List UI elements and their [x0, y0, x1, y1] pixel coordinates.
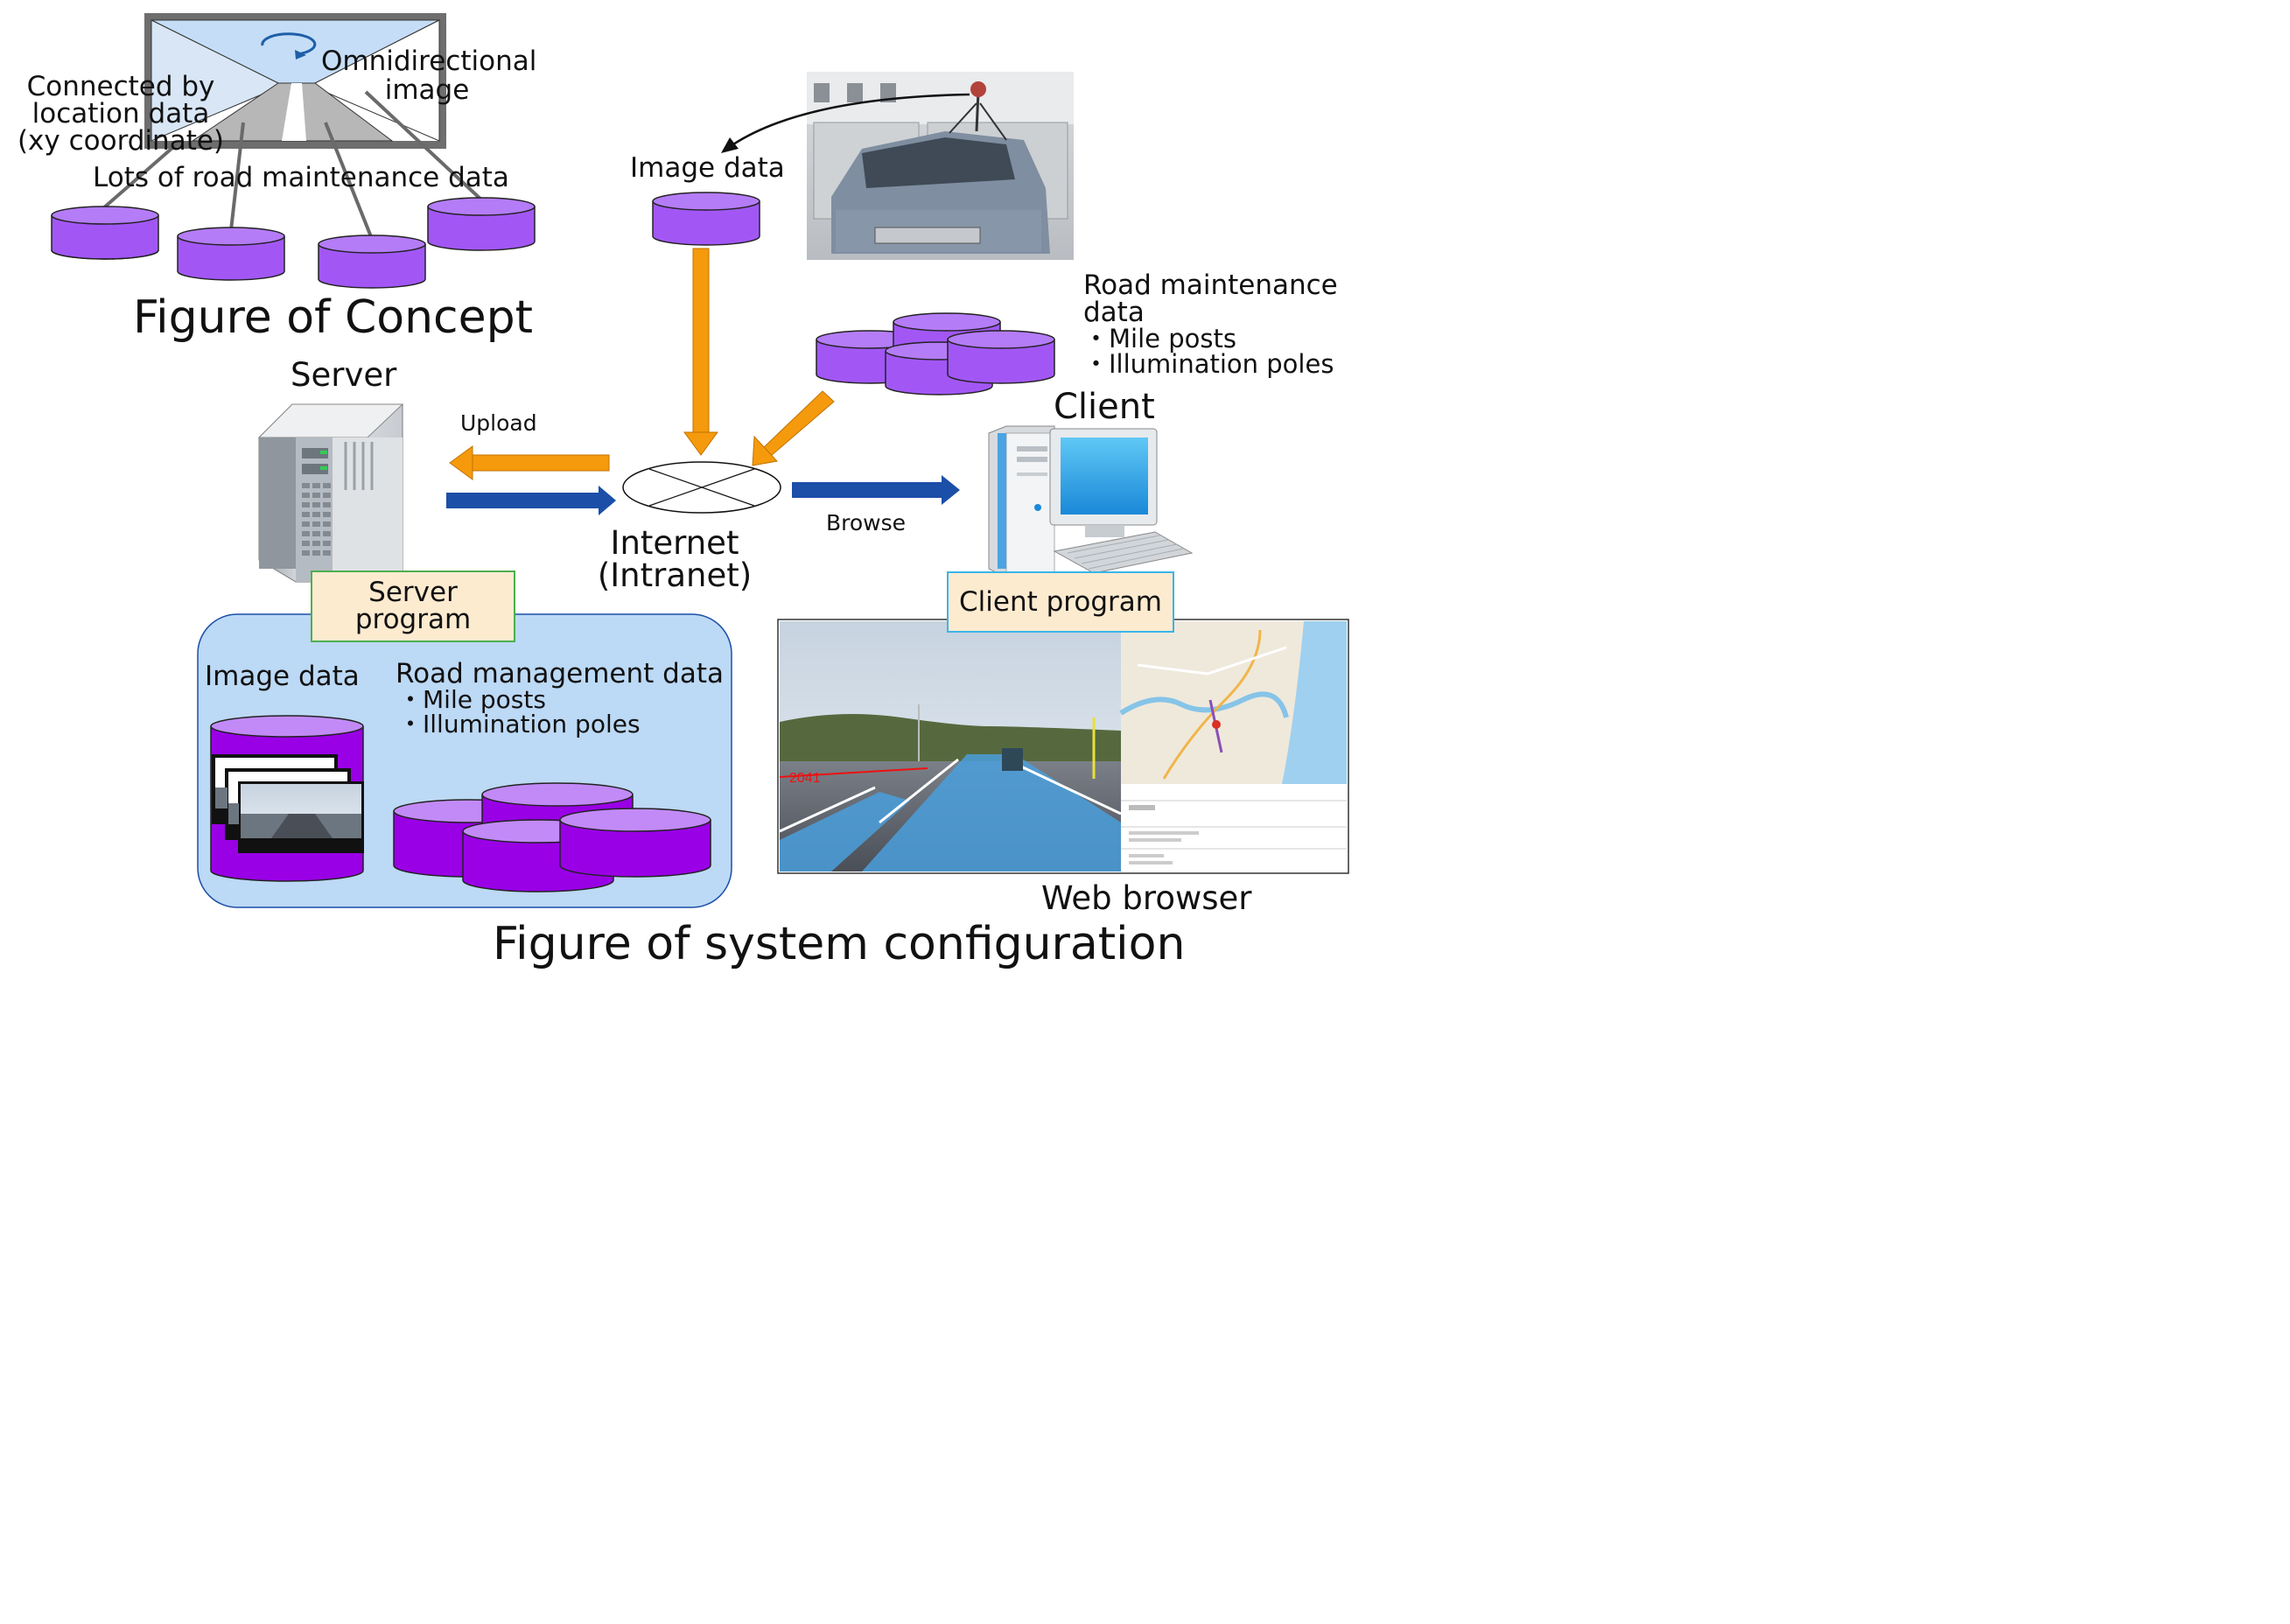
road-data-title-1: Road maintenance: [1083, 270, 1338, 301]
server-title: Server: [291, 356, 397, 394]
connected-by-location-label: Connected by location data (xy coordinat…: [16, 74, 226, 155]
server-image-data-cylinder: [210, 715, 364, 882]
survey-car-photo: [807, 72, 1074, 260]
internet-to-client-browse-arrow: [792, 475, 960, 505]
upload-arrow: [449, 445, 610, 480]
image-data-cylinder: [652, 192, 760, 246]
server-to-internet-arrow: [446, 486, 616, 515]
road-mgmt-title: Road management data: [396, 658, 724, 690]
road-data-item-mile-posts: ・Mile posts: [1083, 324, 1236, 354]
internet-node: [622, 461, 781, 514]
omni-line-1: Omnidirectional: [321, 46, 537, 77]
web-browser-label: Web browser: [1041, 879, 1252, 917]
road-management-data-label: Road management data ・Mile posts ・Illumi…: [396, 661, 724, 737]
info-panel: [1121, 784, 1347, 872]
web-browser-screenshot: 2041: [777, 619, 1349, 874]
internet-line-1: Internet: [610, 524, 739, 562]
image-data-top-label: Image data: [630, 152, 785, 184]
browse-label: Browse: [826, 510, 907, 536]
database-cylinder: [177, 227, 285, 281]
system-configuration-title: Figure of system configuration: [493, 918, 1186, 970]
concept-database-cylinders: [51, 197, 536, 289]
client-title: Client: [1054, 387, 1155, 427]
omnidirectional-image-label: Omnidirectional image: [321, 46, 537, 106]
panorama-view: 2041: [779, 621, 1122, 872]
database-cylinder: [318, 234, 426, 289]
road-management-cylinders: [393, 782, 711, 892]
server-program-line-1: Server: [368, 577, 458, 608]
panorama-thumbnail-stack: [212, 754, 364, 853]
curved-arrow-head: [721, 137, 739, 153]
orange-arrow-road-data-to-internet: [752, 390, 835, 466]
map-view: [1119, 621, 1347, 784]
road-data-title-2: data: [1083, 297, 1145, 328]
internet-label: Internet (Intranet): [592, 527, 758, 592]
diagram-graphics: 2041: [51, 13, 1349, 908]
server-tower-icon: [257, 403, 404, 583]
camera-to-image-data-arrow: [732, 93, 970, 146]
connected-line-2: location data: [32, 98, 210, 130]
database-cylinder: [51, 206, 159, 260]
server-program-box: Server program: [311, 570, 515, 642]
road-data-item-illumination-poles: ・Illumination poles: [1083, 349, 1334, 379]
connected-line-3: (xy coordinate): [17, 125, 225, 157]
database-cylinder: [427, 197, 536, 251]
milepost-marker-text: 2041: [789, 771, 821, 786]
lots-of-road-data-label: Lots of road maintenance data: [93, 162, 509, 193]
server-image-data-label: Image data: [205, 661, 360, 692]
concept-connector-lines: [102, 90, 485, 240]
omni-line-2: image: [384, 74, 470, 106]
client-program-box: Client program: [947, 571, 1174, 633]
road-maintenance-data-label: Road maintenance data ・Mile posts ・Illum…: [1083, 272, 1338, 377]
concept-figure-title: Figure of Concept: [133, 291, 534, 344]
orange-arrow-image-to-internet: [683, 248, 718, 456]
connected-line-1: Connected by: [26, 71, 215, 102]
client-computer-icon: [988, 425, 1194, 578]
internet-line-2: (Intranet): [597, 556, 753, 594]
road-mgmt-item-illumination-poles: ・Illumination poles: [398, 710, 641, 738]
road-mgmt-item-mile-posts: ・Mile posts: [398, 685, 546, 714]
road-maintenance-cylinders: [816, 312, 1055, 396]
server-program-line-2: program: [354, 604, 472, 635]
upload-label: Upload: [460, 410, 537, 436]
